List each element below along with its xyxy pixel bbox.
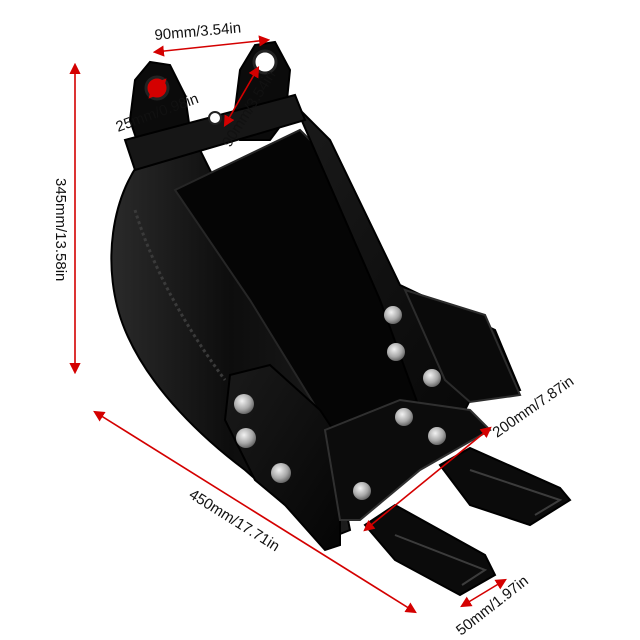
bolt	[234, 394, 254, 414]
arrow-pin-diameter	[148, 78, 167, 99]
tooth-upper	[438, 446, 572, 527]
ear-lower-hole	[208, 111, 222, 125]
arrow-bucket-width	[363, 426, 492, 532]
label-total-height: 345mm/13.58in	[52, 178, 69, 281]
bolt	[271, 463, 291, 483]
bolt	[384, 306, 402, 324]
weld-seam	[133, 209, 227, 381]
arrow-pin-spacing	[152, 35, 271, 57]
bolt	[423, 369, 441, 387]
bolt	[236, 428, 256, 448]
bolt	[395, 408, 413, 426]
arrow-tooth-width	[460, 578, 507, 608]
label-pin-spacing: 90mm/3.54in	[154, 19, 242, 43]
side-flap-right	[403, 288, 522, 404]
arrow-total-length	[93, 410, 417, 614]
bolt	[353, 482, 371, 500]
tooth-lower	[363, 503, 497, 597]
arrow-ear-height	[223, 66, 260, 127]
bolt	[428, 427, 446, 445]
dimension-arrows	[69, 35, 507, 614]
tooth-upper-edge	[469, 469, 563, 516]
bolt	[387, 343, 405, 361]
